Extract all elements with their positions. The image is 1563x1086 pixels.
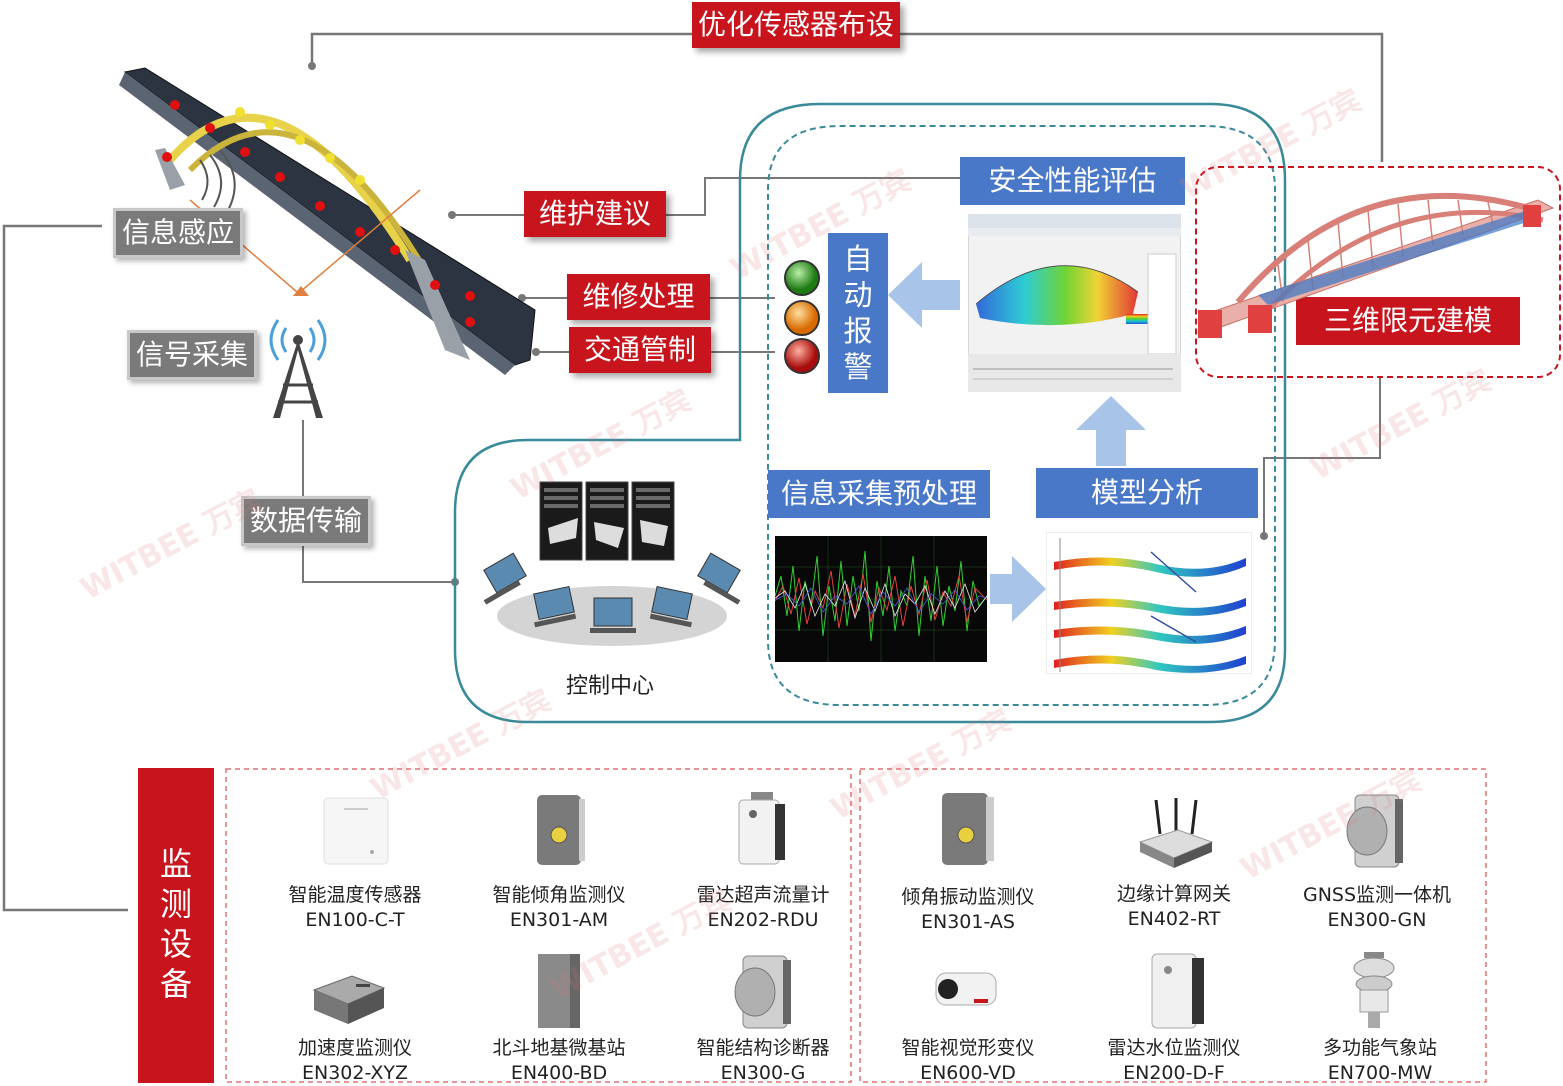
monitoring-char: 测 bbox=[159, 885, 192, 923]
device-name: 智能视觉形变仪 bbox=[901, 1037, 1035, 1059]
model-analysis-label: 模型分析 bbox=[1036, 468, 1258, 518]
device-name: 多功能气象站 bbox=[1322, 1037, 1437, 1059]
antenna-tower-icon bbox=[269, 319, 327, 418]
data-transmission-label: 数据传输 bbox=[241, 496, 371, 546]
signal-waveform-chart bbox=[775, 536, 987, 662]
structure-diagnoser-image bbox=[734, 955, 791, 1029]
device-name: 雷达超声流量计 bbox=[696, 884, 830, 906]
device-name: GNSS监测一体机 bbox=[1302, 884, 1452, 906]
signal-acquisition-label: 信号采集 bbox=[127, 330, 257, 380]
optimize-sensor-layout-label: 优化传感器布设 bbox=[692, 2, 900, 48]
beidou-station-image bbox=[538, 954, 580, 1028]
information-sensing-label: 信息感应 bbox=[113, 208, 243, 258]
edge-gateway-image bbox=[1138, 798, 1214, 868]
device-code: EN600-VD bbox=[920, 1062, 1016, 1084]
device-caption-tilt: 智能倾角监测仪 EN301-AM bbox=[449, 883, 669, 933]
device-name: 北斗地基微基站 bbox=[492, 1037, 626, 1059]
vision-deformation-camera-image bbox=[935, 972, 997, 1006]
device-name: 智能温度传感器 bbox=[288, 884, 422, 906]
device-code: EN700-MW bbox=[1327, 1062, 1433, 1084]
device-caption-weather-station: 多功能气象站 EN700-MW bbox=[1270, 1036, 1490, 1086]
device-caption-radar-water: 雷达水位监测仪 EN200-D-F bbox=[1064, 1036, 1284, 1086]
device-caption-radar-flow: 雷达超声流量计 EN202-RDU bbox=[653, 883, 873, 933]
device-caption-gnss: GNSS监测一体机 EN300-GN bbox=[1267, 883, 1487, 933]
tilt-monitor-image bbox=[537, 795, 585, 865]
monitoring-char: 设 bbox=[159, 925, 192, 963]
device-code: EN301-AS bbox=[921, 911, 1015, 933]
maintenance-advice-label: 维护建议 bbox=[524, 191, 666, 237]
device-code: EN302-XYZ bbox=[301, 1062, 409, 1084]
monitoring-char: 备 bbox=[159, 965, 192, 1003]
temperature-sensor-image bbox=[323, 797, 389, 865]
arrow-right-icon bbox=[990, 556, 1046, 622]
auto-alarm-label: 自 动 报 警 bbox=[828, 233, 888, 393]
control-center-label: 控制中心 bbox=[565, 674, 654, 699]
device-code: EN100-C-T bbox=[305, 909, 405, 931]
traffic-control-label: 交通管制 bbox=[569, 327, 711, 373]
accelerometer-image bbox=[312, 975, 386, 1024]
arrow-left-icon bbox=[888, 262, 960, 328]
device-caption-tilt-vibration: 倾角振动监测仪 EN301-AS bbox=[858, 885, 1078, 935]
alarm-char: 自 bbox=[843, 242, 873, 276]
device-caption-temperature: 智能温度传感器 EN100-C-T bbox=[245, 883, 465, 933]
device-caption-beidou: 北斗地基微基站 EN400-BD bbox=[449, 1036, 669, 1086]
repair-handling-label: 维修处理 bbox=[567, 274, 710, 320]
device-caption-edge-gateway: 边缘计算网关 EN402-RT bbox=[1064, 882, 1284, 932]
device-code: EN400-BD bbox=[510, 1062, 608, 1084]
device-name: 加速度监测仪 bbox=[297, 1037, 412, 1059]
device-code: EN300-GN bbox=[1327, 909, 1427, 931]
tilt-vibration-monitor-image bbox=[942, 793, 994, 865]
device-code: EN402-RT bbox=[1127, 908, 1221, 930]
fem-modeling-label: 三维限元建模 bbox=[1296, 297, 1520, 345]
radar-water-level-image bbox=[1151, 953, 1204, 1029]
weather-station-image bbox=[1353, 952, 1395, 1028]
device-caption-accelerometer: 加速度监测仪 EN302-XYZ bbox=[245, 1036, 465, 1086]
radar-flowmeter-image bbox=[738, 792, 785, 865]
arrow-up-icon bbox=[1076, 396, 1146, 466]
safety-analysis-screenshot bbox=[968, 214, 1181, 392]
device-name: 边缘计算网关 bbox=[1116, 883, 1231, 905]
device-name: 雷达水位监测仪 bbox=[1107, 1037, 1241, 1059]
device-code: EN202-RDU bbox=[707, 909, 819, 931]
device-name: 智能倾角监测仪 bbox=[492, 884, 626, 906]
device-code: EN300-G bbox=[720, 1062, 806, 1084]
device-caption-vision-deformation: 智能视觉形变仪 EN600-VD bbox=[858, 1036, 1078, 1086]
alarm-char: 警 bbox=[843, 350, 873, 384]
device-code: EN301-AM bbox=[509, 909, 609, 931]
safety-evaluation-label: 安全性能评估 bbox=[960, 157, 1185, 205]
monitoring-equipment-label: 监 测 设 备 bbox=[138, 768, 214, 1083]
fem-bridge-model bbox=[1198, 192, 1555, 338]
gnss-monitor-image bbox=[1346, 794, 1403, 868]
control-center-illustration bbox=[483, 481, 741, 646]
traffic-light-icons bbox=[784, 260, 820, 374]
device-caption-structure-diagnoser: 智能结构诊断器 EN300-G bbox=[653, 1036, 873, 1086]
alarm-char: 动 bbox=[843, 278, 873, 312]
device-name: 倾角振动监测仪 bbox=[901, 886, 1035, 908]
model-analysis-diagram bbox=[1046, 532, 1252, 674]
info-preprocess-label: 信息采集预处理 bbox=[768, 470, 990, 518]
device-name: 智能结构诊断器 bbox=[696, 1037, 830, 1059]
alarm-char: 报 bbox=[843, 314, 873, 348]
device-code: EN200-D-F bbox=[1123, 1062, 1225, 1084]
monitoring-char: 监 bbox=[159, 845, 192, 883]
bridge-illustration bbox=[119, 67, 536, 375]
